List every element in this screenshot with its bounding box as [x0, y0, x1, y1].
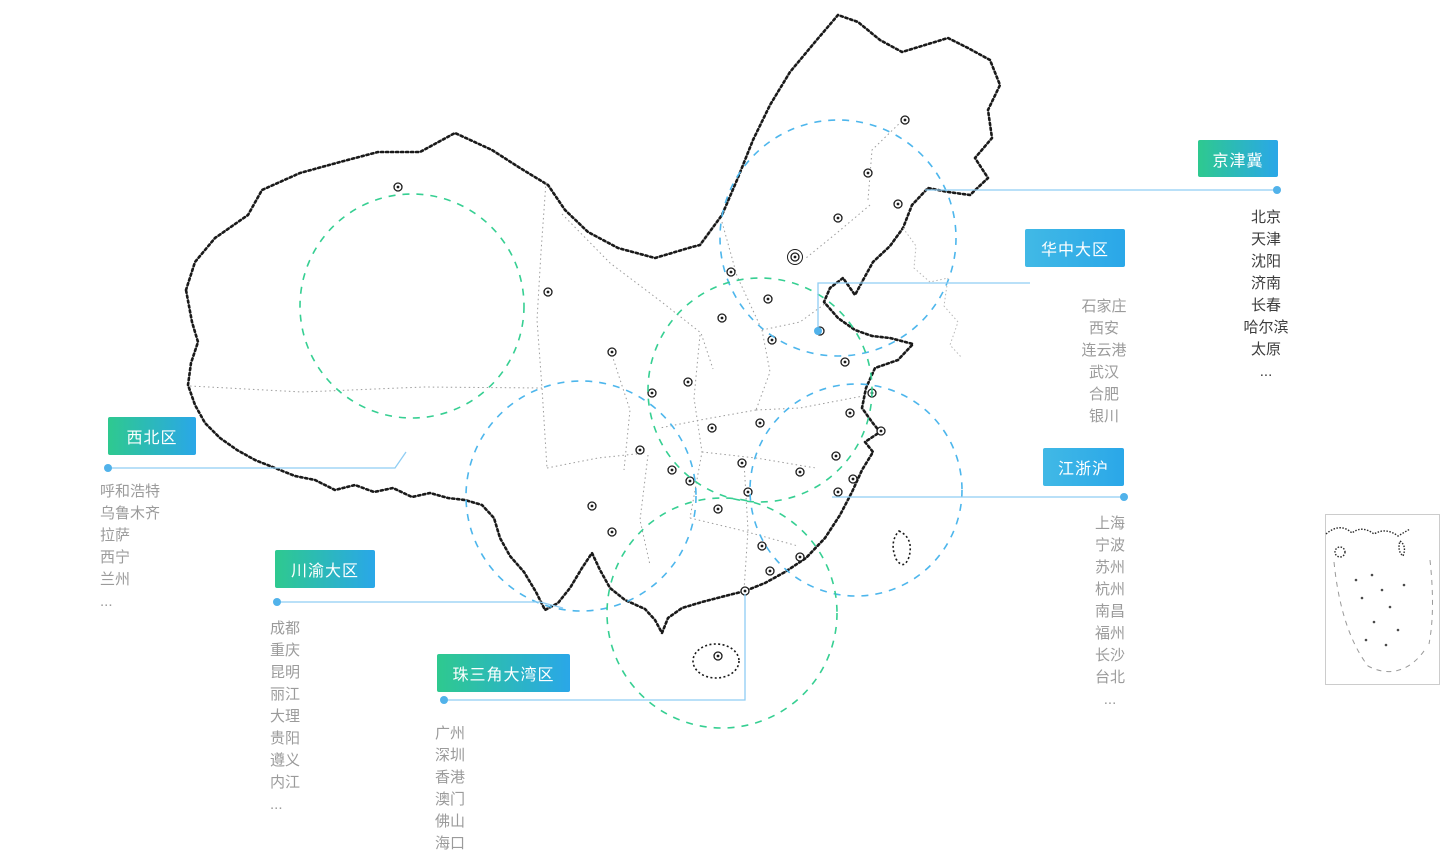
city-item: 昆明 [270, 664, 301, 681]
city-item: 连云港 [1081, 342, 1127, 359]
city-item: 哈尔滨 [1243, 319, 1289, 336]
city-item: ... [1259, 363, 1273, 380]
city-item: 贵阳 [270, 730, 301, 747]
beijing-marker-ring [787, 249, 803, 265]
region-circle-zhusanjiao [606, 497, 838, 729]
city-item: 太原 [1250, 341, 1281, 358]
city-item: 广州 [435, 725, 466, 742]
city-item: 遵义 [270, 752, 301, 769]
region-circle-huazhong [647, 277, 873, 503]
region-circle-chuanyu [465, 380, 697, 612]
city-item: 丽江 [270, 686, 301, 703]
region-badge-zhusanjiao[interactable]: 珠三角大湾区 [437, 654, 570, 692]
city-item: 杭州 [1094, 581, 1125, 598]
connector-huazhong [814, 282, 1030, 335]
city-item: 大理 [270, 708, 301, 725]
region-circle-jiangzhehu [749, 383, 963, 597]
city-item: 佛山 [435, 813, 466, 830]
connector-zhusanjiao [440, 594, 746, 704]
city-markers [393, 115, 910, 661]
region-badge-chuanyu[interactable]: 川渝大区 [275, 550, 375, 588]
city-item: 香港 [435, 769, 466, 786]
city-item: 福州 [1094, 625, 1125, 642]
province-borders [189, 117, 906, 591]
hainan-island [692, 643, 740, 679]
city-item: 银川 [1088, 408, 1119, 425]
region-badge-xibei[interactable]: 西北区 [108, 417, 196, 455]
connector-xibei [104, 451, 407, 472]
city-list-jingjinji: 北京天津沈阳济南长春哈尔滨太原... [1206, 207, 1326, 383]
city-item: 长春 [1250, 297, 1281, 314]
city-item: ... [435, 857, 448, 868]
city-item: 苏州 [1094, 559, 1125, 576]
city-item: 天津 [1250, 231, 1281, 248]
region-badge-jingjinji[interactable]: 京津冀 [1198, 140, 1278, 177]
city-item: 长沙 [1094, 647, 1125, 664]
city-item: 呼和浩特 [100, 483, 161, 500]
city-item: 乌鲁木齐 [100, 505, 161, 522]
city-item: ... [100, 593, 113, 610]
city-item: 澳门 [435, 791, 466, 808]
region-badge-huazhong[interactable]: 华中大区 [1025, 229, 1125, 267]
city-item: 武汉 [1088, 364, 1119, 381]
city-item: ... [270, 796, 283, 813]
region-badge-jiangzhehu[interactable]: 江浙沪 [1043, 448, 1124, 486]
city-item: ... [1103, 691, 1117, 708]
city-item: 合肥 [1088, 386, 1119, 403]
south-china-sea-inset [1325, 514, 1440, 685]
china-outline [184, 13, 1002, 635]
city-list-huazhong: 石家庄西安连云港武汉合肥银川 [1044, 296, 1164, 428]
city-item: 宁波 [1094, 537, 1125, 554]
connector-jingjinji [925, 186, 1281, 194]
city-list-zhusanjiao: 广州深圳香港澳门佛山海口... [435, 723, 555, 868]
city-item: 重庆 [270, 642, 301, 659]
korea-coastline [902, 227, 963, 359]
region-circle-jingjinji [719, 119, 957, 357]
region-circle-xibei [299, 193, 525, 419]
connector-chuanyu [273, 598, 564, 609]
city-list-jiangzhehu: 上海宁波苏州杭州南昌福州长沙台北... [1050, 513, 1170, 711]
city-item: 西宁 [100, 549, 131, 566]
city-item: 兰州 [100, 571, 131, 588]
city-item: 南昌 [1094, 603, 1125, 620]
city-item: 拉萨 [100, 527, 131, 544]
city-item: 海口 [435, 835, 466, 852]
city-item: 成都 [270, 620, 301, 637]
city-item: 台北 [1094, 669, 1125, 686]
city-item: 北京 [1250, 209, 1281, 226]
taiwan-island [892, 530, 912, 566]
city-item: 内江 [270, 774, 301, 791]
city-item: 石家庄 [1081, 298, 1127, 315]
city-list-chuanyu: 成都重庆昆明丽江大理贵阳遵义内江... [270, 618, 390, 816]
city-item: 沈阳 [1250, 253, 1281, 270]
city-item: 上海 [1094, 515, 1125, 532]
city-list-xibei: 呼和浩特乌鲁木齐拉萨西宁兰州... [100, 481, 240, 613]
connector-jiangzhehu [832, 493, 1128, 501]
city-item: 西安 [1088, 320, 1119, 337]
city-item: 济南 [1250, 275, 1281, 292]
city-item: 深圳 [435, 747, 466, 764]
